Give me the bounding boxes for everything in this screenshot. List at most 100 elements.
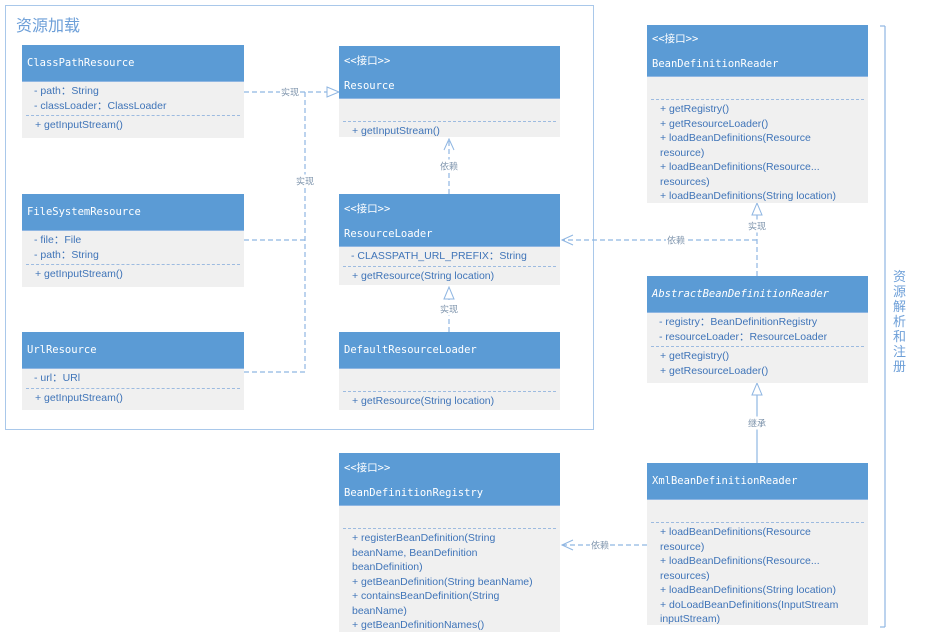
class-header: <<接口>>Resource bbox=[339, 46, 560, 99]
method: + getInputStream() bbox=[35, 391, 123, 404]
realize-label: 实现 bbox=[438, 302, 460, 316]
class-name: BeanDefinitionReader bbox=[652, 58, 779, 70]
attribute: - path：String bbox=[34, 85, 99, 97]
class-bean-definition-reader[interactable]: <<接口>> BeanDefinitionReader + getRegistry(… bbox=[647, 25, 868, 203]
realize-arrow-icon bbox=[443, 285, 455, 300]
realize-label: 实现 bbox=[294, 174, 316, 188]
attributes: - CLASSPATH_URL_PREFIX：String bbox=[339, 247, 560, 266]
attributes: - path：String - classLoader：ClassLoader bbox=[22, 82, 244, 115]
class-name: DefaultResourceLoader bbox=[344, 344, 477, 356]
method: + getBeanDefinition(String beanName) bbox=[352, 575, 533, 588]
class-header: XmlBeanDefinitionReader bbox=[647, 463, 868, 500]
divider bbox=[651, 522, 864, 523]
class-header: ClassPathResource bbox=[22, 45, 244, 82]
class-name: BeanDefinitionRegistry bbox=[344, 486, 484, 499]
methods: + getRegistry() + getResourceLoader() + lo… bbox=[647, 100, 868, 206]
class-header: UrlResource bbox=[22, 332, 244, 369]
methods: + getResource(String location) bbox=[339, 267, 560, 286]
attribute: - registry：BeanDefinitionRegistry bbox=[659, 316, 818, 328]
attribute: - url：URl bbox=[34, 372, 81, 384]
attribute: - resourceLoader：ResourceLoader bbox=[659, 330, 828, 343]
divider bbox=[343, 528, 556, 529]
inherit-label: 继承 bbox=[746, 416, 768, 430]
class-resource-loader[interactable]: <<接口>> ResourceLoader - CLASSPATH_URL_PREF… bbox=[339, 194, 560, 285]
methods: + getInputStream() bbox=[22, 265, 244, 284]
class-header: <<接口>> BeanDefinitionReader bbox=[647, 25, 868, 77]
depend-arrow-icon bbox=[443, 137, 455, 151]
class-name: AbstractBeanDefinitionReader bbox=[652, 288, 830, 300]
class-xml-bean-definition-reader[interactable]: XmlBeanDefinitionReader + loadBeanDefinit… bbox=[647, 463, 868, 625]
class-url-resource[interactable]: UrlResource - url：URl + getInputStream() bbox=[22, 332, 244, 410]
divider bbox=[343, 121, 556, 122]
divider bbox=[26, 264, 240, 265]
methods: + getInputStream() bbox=[339, 122, 560, 141]
attributes bbox=[647, 77, 868, 99]
stereotype-label: <<接口>> bbox=[344, 202, 391, 215]
method: + getResourceLoader() bbox=[660, 364, 769, 377]
class-name: UrlResource bbox=[27, 344, 97, 356]
method: + getResourceLoader() bbox=[660, 117, 769, 130]
class-abstract-bean-definition-reader[interactable]: AbstractBeanDefinitionReader - registry：B… bbox=[647, 276, 868, 383]
class-name: FileSystemResource bbox=[27, 206, 141, 218]
stereotype-label: <<接口>> bbox=[652, 33, 699, 45]
methods: + getRegistry() + getResourceLoader() bbox=[647, 347, 868, 380]
resource-loading-group: 资源加载 bbox=[5, 5, 594, 430]
attribute: - file：File bbox=[34, 234, 82, 246]
divider bbox=[26, 115, 240, 116]
inherit-arrow-icon bbox=[751, 381, 763, 396]
stereotype-label: <<接口>> bbox=[344, 54, 391, 67]
realize-arrow-icon bbox=[326, 86, 341, 98]
divider bbox=[651, 346, 864, 347]
class-bean-definition-registry[interactable]: <<接口>> BeanDefinitionRegistry + registerBe… bbox=[339, 453, 560, 632]
method: + doLoadBeanDefinitions(InputStream inpu… bbox=[660, 598, 839, 626]
attribute: - classLoader：ClassLoader bbox=[34, 99, 167, 112]
method: + loadBeanDefinitions(Resource resource) bbox=[660, 132, 811, 159]
method: + loadBeanDefinitions(Resource resource) bbox=[660, 526, 811, 553]
stereotype-label: <<接口>> bbox=[344, 461, 391, 474]
method: + getInputStream() bbox=[35, 119, 123, 131]
attributes: - url：URl bbox=[22, 369, 244, 388]
attributes bbox=[339, 99, 560, 121]
depend-arrow-icon bbox=[560, 539, 574, 551]
class-name: XmlBeanDefinitionReader bbox=[652, 475, 798, 487]
divider bbox=[651, 99, 864, 100]
method: + containsBeanDefinition(String beanName… bbox=[352, 590, 500, 617]
divider bbox=[26, 387, 240, 389]
method: + registerBeanDefinition(String beanName… bbox=[352, 532, 496, 573]
class-header: <<接口>> BeanDefinitionRegistry bbox=[339, 453, 560, 506]
method: + getBeanDefinitionNames() bbox=[352, 619, 485, 631]
class-resource[interactable]: <<接口>>Resource+ getInputStream() bbox=[339, 46, 560, 137]
methods: + getInputStream() bbox=[22, 116, 244, 135]
group-title: 资源加载 bbox=[16, 16, 81, 35]
depend-arrow-icon bbox=[560, 234, 574, 246]
realize-label: 实现 bbox=[746, 219, 768, 233]
divider bbox=[343, 391, 556, 392]
methods: + registerBeanDefinition(String beanName… bbox=[339, 529, 560, 635]
depend-label: 依赖 bbox=[665, 233, 687, 247]
attributes bbox=[339, 506, 560, 528]
class-header: FileSystemResource bbox=[22, 194, 244, 231]
class-file-system-resource[interactable]: FileSystemResource - file：File- path：Stri… bbox=[22, 194, 244, 287]
attributes: - file：File- path：String bbox=[22, 231, 244, 264]
methods: + getInputStream() bbox=[22, 389, 244, 408]
class-class-path-resource[interactable]: ClassPathResource - path：String - classLoa… bbox=[22, 45, 244, 138]
class-header: DefaultResourceLoader bbox=[339, 332, 560, 369]
method: + loadBeanDefinitions(String location) bbox=[660, 190, 836, 202]
realize-label: 实现 bbox=[279, 85, 301, 99]
method: + loadBeanDefinitions(String location) bbox=[660, 584, 836, 596]
methods: + getResource(String location) bbox=[339, 392, 560, 411]
depend-label: 依赖 bbox=[438, 159, 460, 173]
class-name: ResourceLoader bbox=[344, 227, 433, 240]
method: + loadBeanDefinitions(Resource... resour… bbox=[660, 555, 820, 582]
method: + getResource(String location) bbox=[352, 269, 495, 282]
methods: + loadBeanDefinitions(Resource resource)… bbox=[647, 523, 868, 629]
attributes bbox=[339, 369, 560, 391]
method: + loadBeanDefinitions(Resource... resour… bbox=[660, 161, 820, 188]
class-default-resource-loader[interactable]: DefaultResourceLoader + getResource(Strin… bbox=[339, 332, 560, 410]
method: + getRegistry() bbox=[660, 350, 730, 362]
realize-arrow-icon bbox=[751, 201, 763, 216]
attribute: - CLASSPATH_URL_PREFIX：String bbox=[351, 250, 527, 262]
class-header: <<接口>> ResourceLoader bbox=[339, 194, 560, 247]
side-title: 资源解析和注册 bbox=[893, 270, 907, 375]
method: + getRegistry() bbox=[660, 103, 730, 115]
